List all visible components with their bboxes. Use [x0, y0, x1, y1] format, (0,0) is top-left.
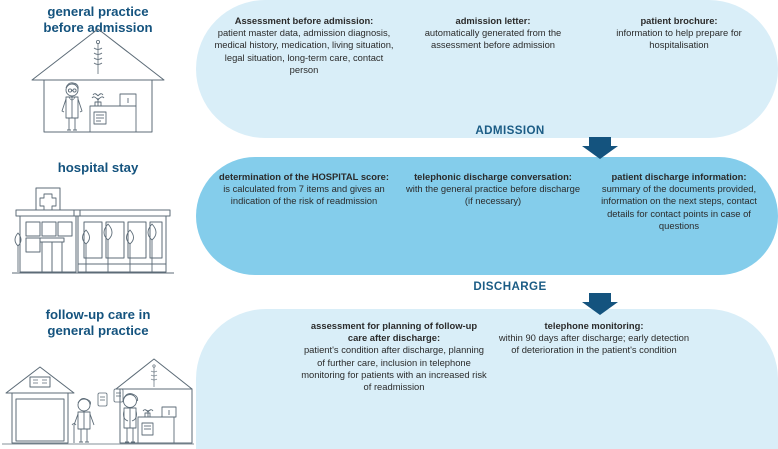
card-body: information to help prepare for hospital… — [616, 27, 742, 51]
card-body: patient's condition after discharge, pla… — [301, 344, 487, 393]
stage-label-line2: before admission — [43, 19, 153, 35]
stage-label-line2: general practice — [47, 322, 149, 338]
card-telephone-monitoring: telephone monitoring: within 90 days aft… — [496, 320, 692, 357]
card-heading: patient discharge information: — [611, 171, 747, 182]
band-hospital-stay — [196, 157, 778, 275]
card-hospital-score: determination of the HOSPITAL score: is … — [210, 171, 398, 208]
card-heading: determination of the HOSPITAL score: — [219, 171, 389, 182]
card-heading: assessment for planning of follow-up car… — [310, 320, 478, 344]
illustration-follow-up-care-scene — [2, 345, 194, 447]
card-admission-letter: admission letter: automatically generate… — [402, 15, 584, 52]
transition-label: ADMISSION — [475, 124, 545, 137]
card-heading: telephone monitoring: — [544, 320, 644, 331]
card-body: automatically generated from the assessm… — [424, 27, 562, 51]
stage-label-line1: follow-up care in — [45, 307, 151, 322]
transition-admission: ADMISSION — [420, 124, 618, 159]
card-body: is calculated from 7 items and gives an … — [223, 183, 385, 207]
card-heading: telephonic discharge conversation: — [414, 171, 572, 182]
card-telephonic-discharge-conversation: telephonic discharge conversation: with … — [402, 171, 584, 208]
card-patient-brochure: patient brochure: information to help pr… — [588, 15, 770, 52]
card-patient-discharge-information: patient discharge information: summary o… — [588, 171, 770, 232]
stage-label-line1: general practice — [47, 4, 149, 19]
transition-discharge: DISCHARGE — [420, 280, 618, 315]
card-heading: patient brochure: — [640, 15, 718, 26]
stage-label-general-practice-before-admission: general practice before admission — [8, 4, 188, 35]
illustration-general-practice-house — [28, 26, 168, 134]
card-assessment-follow-up-planning: assessment for planning of follow-up car… — [300, 320, 488, 393]
card-body: summary of the documents provided, infor… — [601, 183, 757, 231]
card-assessment-before-admission: Assessment before admission: patient mas… — [210, 15, 398, 76]
illustration-hospital-building — [8, 186, 178, 276]
card-body: within 90 days after discharge; early de… — [498, 332, 690, 356]
stage-label-hospital-stay: hospital stay — [8, 160, 188, 176]
band-follow-up-care — [196, 309, 778, 449]
card-heading: Assessment before admission: — [234, 15, 374, 26]
stage-label-follow-up-care: follow-up care in general practice — [8, 307, 188, 338]
transition-label: DISCHARGE — [473, 280, 547, 293]
band-before-admission — [196, 0, 778, 138]
card-body: with the general practice before dischar… — [405, 183, 581, 207]
card-body: patient master data, admission diagnosis… — [214, 27, 394, 75]
card-heading: admission letter: — [455, 15, 531, 26]
stage-label-line1: hospital stay — [57, 160, 139, 175]
